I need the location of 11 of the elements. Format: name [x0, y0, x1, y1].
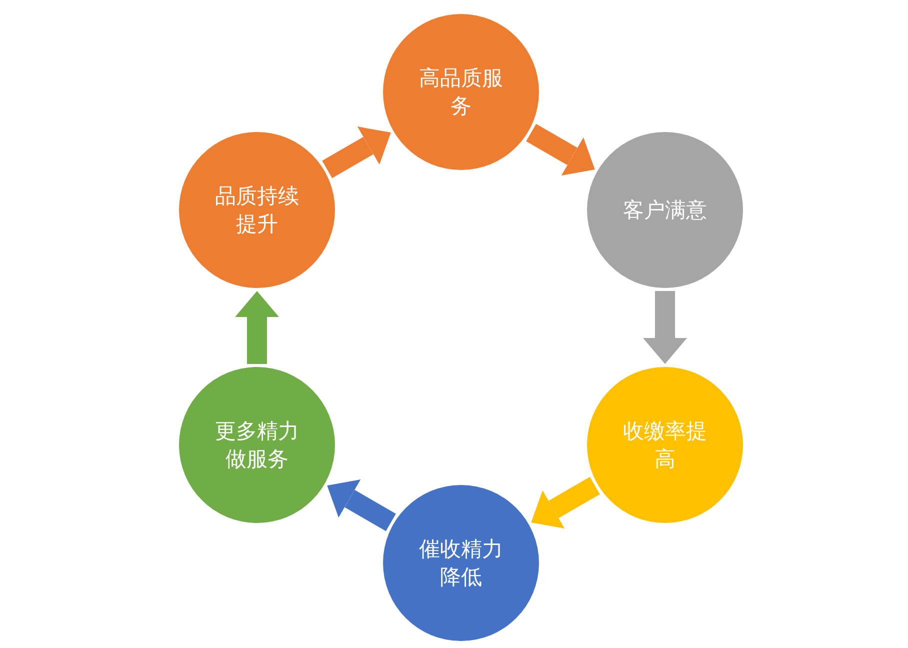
node-label: 收缴率提高 — [622, 418, 708, 473]
node-label: 催收精力降低 — [418, 536, 504, 591]
node-label: 品质持续提升 — [214, 183, 300, 238]
node-label: 高品质服务 — [418, 65, 504, 120]
node-label: 客户满意 — [623, 197, 707, 224]
block-arrow — [526, 124, 595, 176]
block-arrow — [322, 126, 391, 178]
block-arrow — [327, 480, 396, 532]
node-label: 更多精力做服务 — [214, 418, 300, 473]
block-arrow — [643, 291, 687, 364]
block-arrow — [531, 476, 600, 528]
